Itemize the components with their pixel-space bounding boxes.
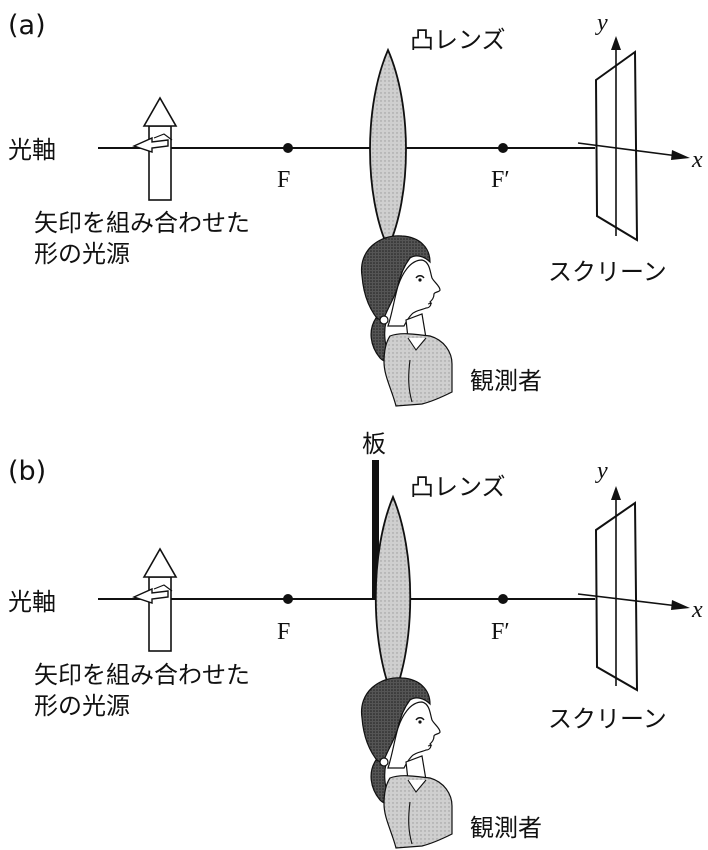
source-label-line2: 形の光源 — [34, 692, 130, 720]
x-axis — [577, 593, 679, 607]
plate — [372, 460, 379, 599]
source-label-line2: 形の光源 — [34, 240, 130, 268]
focal-point-prime-label: F′ — [491, 167, 510, 193]
y-axis-arrow — [611, 36, 621, 50]
optical-axis-label: 光軸 — [8, 588, 56, 616]
focal-point-prime-dot — [498, 143, 508, 153]
plate-label: 板 — [362, 430, 386, 458]
source-label-line1: 矢印を組み合わせた — [34, 661, 250, 689]
screen-label: スクリーン — [548, 705, 667, 733]
screen-label: スクリーン — [548, 258, 667, 286]
panel-b: (b) 光軸 矢印を組み合わせた 形の光源 F 板 凸レンズ F′ y x スク… — [8, 430, 703, 849]
panel-label: (a) — [8, 10, 46, 41]
x-axis — [577, 142, 679, 157]
focal-point-dot — [283, 143, 293, 153]
focal-point-prime-label: F′ — [491, 619, 510, 645]
convex-lens — [369, 47, 407, 251]
source-label-line1: 矢印を組み合わせた — [34, 209, 250, 237]
panel-label: (b) — [8, 456, 46, 487]
x-axis-arrow — [671, 150, 690, 160]
observer-label: 観測者 — [470, 367, 542, 395]
lens-label: 凸レンズ — [410, 473, 506, 501]
x-axis-label: x — [691, 597, 703, 623]
observer-figure — [360, 235, 453, 407]
panel-a: (a) 光軸 矢印を組み合わせた 形の光源 F 凸レンズ F′ y x スクリー… — [8, 10, 703, 407]
focal-point-label: F — [277, 619, 290, 645]
observer-figure — [360, 677, 453, 849]
focal-point-dot — [283, 594, 293, 604]
x-axis-arrow — [671, 600, 690, 610]
focal-point-label: F — [277, 167, 290, 193]
y-axis-arrow — [611, 486, 621, 500]
focal-point-prime-dot — [498, 594, 508, 604]
observer-label: 観測者 — [470, 814, 542, 842]
lens-label: 凸レンズ — [410, 26, 506, 54]
convex-lens — [374, 494, 412, 701]
y-axis-label: y — [595, 10, 608, 36]
x-axis-label: x — [691, 147, 703, 173]
optical-axis-label: 光軸 — [8, 136, 56, 164]
y-axis-label: y — [595, 458, 608, 484]
